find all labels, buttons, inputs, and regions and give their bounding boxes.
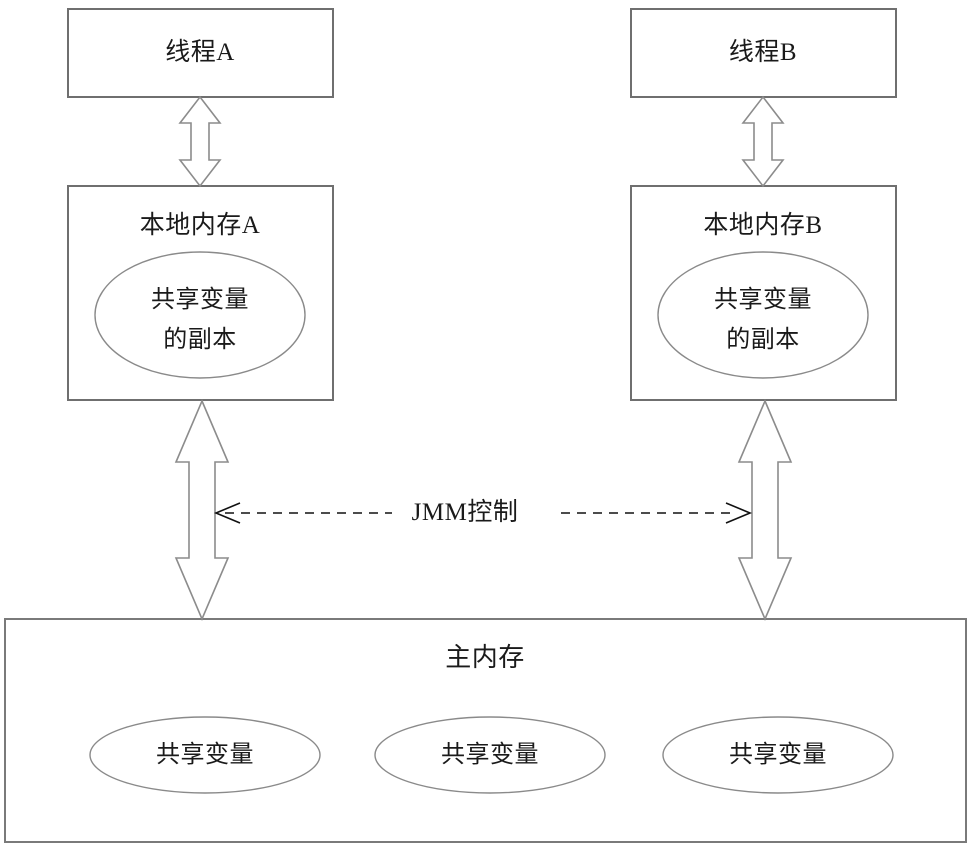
jmm-control-left-arrowhead [213, 502, 241, 524]
local-memory-a-copy-line1: 共享变量 [151, 287, 249, 313]
shared-variable-3-label: 共享变量 [729, 742, 827, 768]
local-memory-b-copy-ellipse [657, 251, 869, 379]
local-memory-a-copy-line2: 的副本 [163, 327, 237, 353]
local-memory-b-label: 本地内存B [703, 212, 823, 239]
thread-b-box [630, 8, 897, 98]
shared-variable-1-label: 共享变量 [156, 742, 254, 768]
local-memory-a-copy-ellipse [94, 251, 306, 379]
jmm-control-label: JMM控制 [405, 498, 525, 528]
local-a-to-main-arrow [174, 398, 230, 622]
thread-b-to-local-b-arrow [741, 95, 785, 188]
thread-b-label: 线程B [728, 39, 798, 66]
shared-variable-1-ellipse [89, 716, 321, 794]
local-memory-a-label: 本地内存A [139, 212, 261, 239]
jmm-control-right-arrowhead [725, 502, 753, 524]
local-memory-b-copy-line1: 共享变量 [714, 287, 812, 313]
shared-variable-2-label: 共享变量 [441, 742, 539, 768]
local-b-to-main-arrow [737, 398, 793, 622]
local-memory-b-copy-line2: 的副本 [726, 327, 800, 353]
shared-variable-3-ellipse [662, 716, 894, 794]
thread-a-box [67, 8, 334, 98]
shared-variable-2-ellipse [374, 716, 606, 794]
thread-a-to-local-a-arrow [178, 95, 222, 188]
thread-a-label: 线程A [165, 39, 235, 66]
main-memory-label: 主内存 [445, 643, 525, 672]
